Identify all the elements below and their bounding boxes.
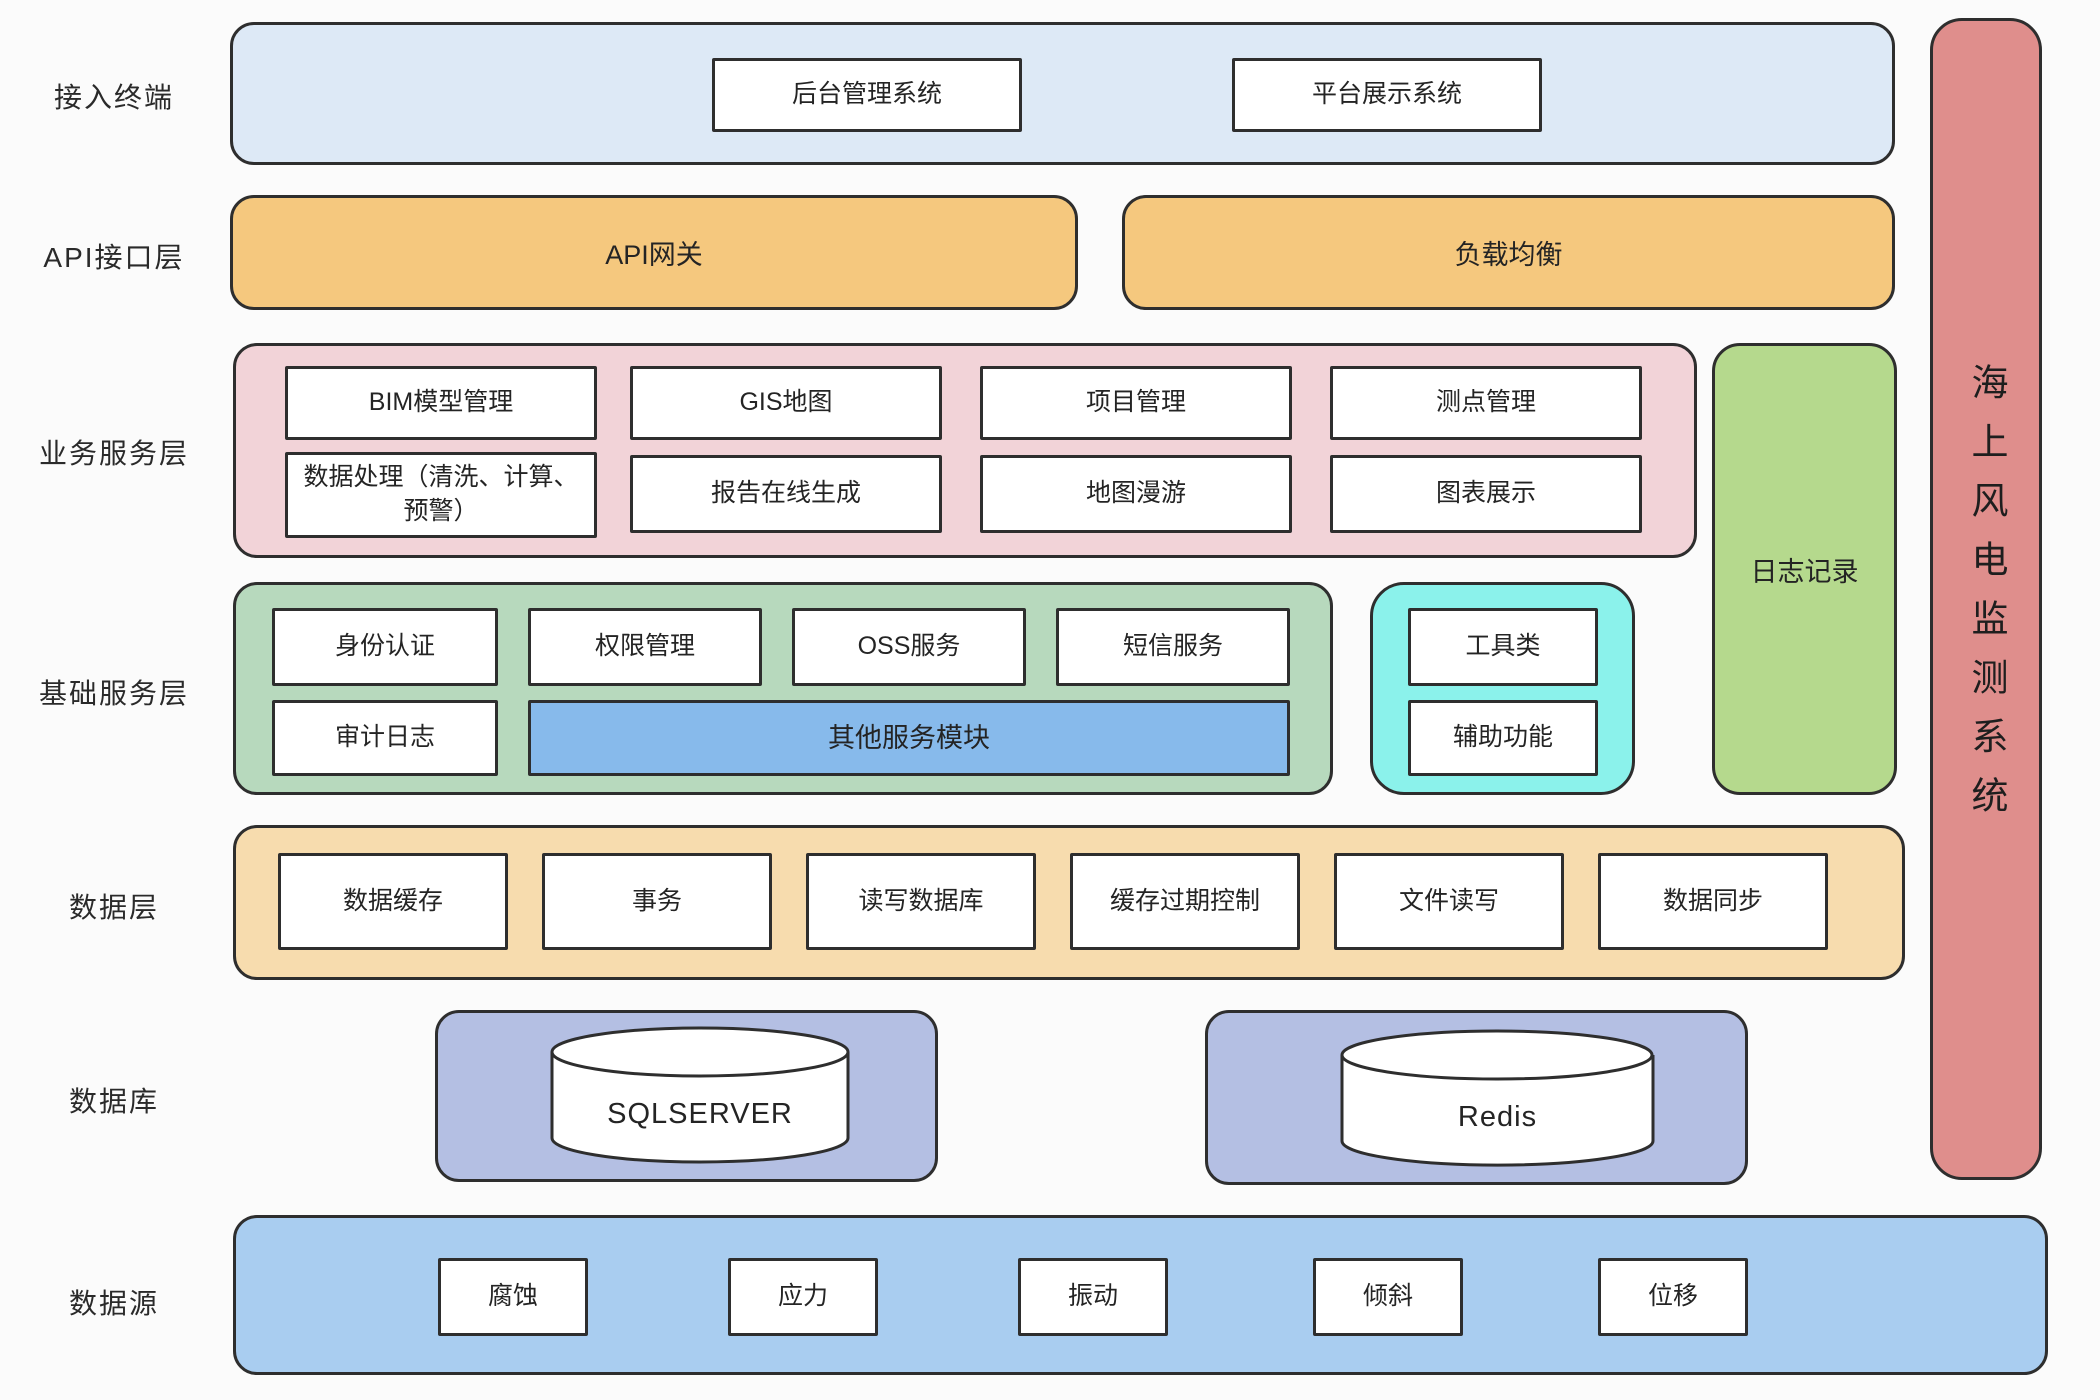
node-data-processing: 数据处理（清洗、计算、预警）	[285, 452, 597, 538]
node-platform-display: 平台展示系统	[1232, 58, 1542, 132]
node-sms-service: 短信服务	[1056, 608, 1290, 686]
system-title-bar: 海上风电监测系统	[1930, 18, 2042, 1180]
node-project-management: 项目管理	[980, 366, 1292, 440]
node-load-balancer: 负载均衡	[1122, 195, 1895, 310]
node-api-gateway: API网关	[230, 195, 1078, 310]
node-identity-auth: 身份认证	[272, 608, 498, 686]
terminal-layer-container	[230, 22, 1895, 165]
layer-label-business: 业务服务层	[38, 438, 189, 469]
node-cache-expiry-control: 缓存过期控制	[1070, 853, 1300, 950]
node-stress: 应力	[728, 1258, 878, 1336]
node-online-report: 报告在线生成	[630, 455, 942, 533]
layer-label-base: 基础服务层	[38, 678, 189, 709]
node-map-roaming: 地图漫游	[980, 455, 1292, 533]
node-oss-service: OSS服务	[792, 608, 1026, 686]
node-permission-management: 权限管理	[528, 608, 762, 686]
node-tilt: 倾斜	[1313, 1258, 1463, 1336]
database-cylinder-redis: Redis	[1330, 1025, 1665, 1175]
node-auxiliary-function: 辅助功能	[1408, 700, 1598, 776]
node-backend-management: 后台管理系统	[712, 58, 1022, 132]
node-audit-log: 审计日志	[272, 700, 498, 776]
node-file-read-write: 文件读写	[1334, 853, 1564, 950]
database-cylinder-sqlserver: SQLSERVER	[540, 1022, 860, 1172]
redis-label: Redis	[1457, 1100, 1538, 1133]
layer-label-data-layer: 数据层	[68, 892, 159, 923]
layer-label-database: 数据库	[68, 1086, 159, 1117]
node-chart-display: 图表展示	[1330, 455, 1642, 533]
node-measure-point-management: 测点管理	[1330, 366, 1642, 440]
node-data-sync: 数据同步	[1598, 853, 1828, 950]
node-corrosion: 腐蚀	[438, 1258, 588, 1336]
node-gis-map: GIS地图	[630, 366, 942, 440]
layer-label-api: API接口层	[43, 242, 185, 273]
node-bim-model-management: BIM模型管理	[285, 366, 597, 440]
sqlserver-label: SQLSERVER	[607, 1097, 793, 1130]
node-utility-class: 工具类	[1408, 608, 1598, 686]
node-read-write-db: 读写数据库	[806, 853, 1036, 950]
node-vibration: 振动	[1018, 1258, 1168, 1336]
node-data-cache: 数据缓存	[278, 853, 508, 950]
database-cylinder-icon	[1340, 1029, 1655, 1167]
node-displacement: 位移	[1598, 1258, 1748, 1336]
system-title: 海上风电监测系统	[1966, 363, 2007, 835]
database-cylinder-icon	[550, 1026, 850, 1164]
node-transaction: 事务	[542, 853, 772, 950]
node-other-service-modules: 其他服务模块	[528, 700, 1290, 776]
layer-label-terminal: 接入终端	[53, 82, 174, 113]
layer-label-source: 数据源	[68, 1288, 159, 1319]
node-log-recording: 日志记录	[1712, 343, 1897, 795]
